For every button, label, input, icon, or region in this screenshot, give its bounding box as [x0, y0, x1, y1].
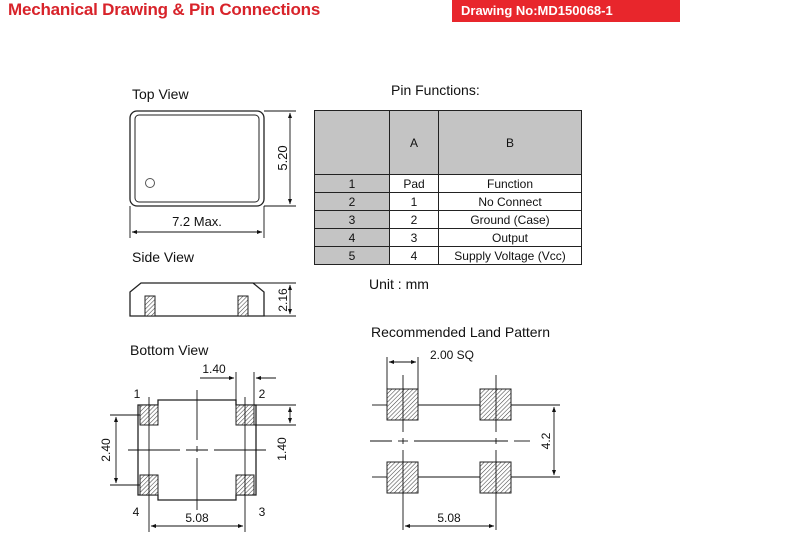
table-cell: Supply Voltage (Vcc)	[438, 246, 582, 265]
table-cell: Pad	[389, 174, 439, 193]
table-cell: 4	[314, 228, 390, 247]
table-header-cell	[314, 110, 390, 175]
land-pattern-pads	[386, 388, 512, 494]
table-row: 5 4 Supply Voltage (Vcc)	[314, 246, 582, 265]
bottom-pitch-h-dim: 5.08	[185, 511, 209, 525]
table-header-cell: A	[389, 110, 439, 175]
land-pitch-v-dim: 4.2	[539, 432, 553, 449]
pin1-marker-icon	[145, 178, 155, 188]
side-view-label: Side View	[132, 249, 195, 265]
table-cell: 1	[314, 174, 390, 193]
land-pattern-label: Recommended Land Pattern	[371, 324, 550, 340]
table-cell: 1	[389, 192, 439, 211]
bottom-view-label: Bottom View	[130, 342, 209, 358]
pin-1-label: 1	[134, 387, 141, 401]
land-pattern-centerlines	[370, 375, 560, 508]
top-height-dim: 5.20	[275, 145, 290, 170]
pin-functions-title: Pin Functions:	[391, 82, 480, 98]
top-view-outline	[129, 110, 265, 207]
unit-note: Unit : mm	[369, 276, 429, 292]
table-cell: 5	[314, 246, 390, 265]
pin-2-label: 2	[259, 387, 266, 401]
table-row: 4 3 Output	[314, 228, 582, 247]
table-header-row: A B	[314, 110, 582, 175]
land-pad-size-dim: 2.00 SQ	[430, 348, 474, 362]
table-row: 1 Pad Function	[314, 174, 582, 193]
pin-3-label: 3	[259, 505, 266, 519]
land-pattern-dimension-lines	[386, 357, 557, 530]
table-row: 2 1 No Connect	[314, 192, 582, 211]
land-pitch-h-dim: 5.08	[437, 511, 461, 525]
table-cell: Ground (Case)	[438, 210, 582, 229]
table-row: 3 2 Ground (Case)	[314, 210, 582, 229]
table-cell: Function	[438, 174, 582, 193]
top-view-label: Top View	[132, 86, 189, 102]
side-height-dim: 2.16	[276, 288, 290, 312]
side-view-outline	[129, 282, 265, 317]
table-cell: 4	[389, 246, 439, 265]
top-view-dimension-lines	[129, 110, 296, 238]
table-cell: 3	[314, 210, 390, 229]
bottom-pad-height-dim: 1.40	[275, 437, 289, 461]
table-header-cell: B	[438, 110, 582, 175]
pin-4-label: 4	[133, 505, 140, 519]
table-cell: No Connect	[438, 192, 582, 211]
page-title: Mechanical Drawing & Pin Connections	[8, 0, 321, 19]
table-cell: Output	[438, 228, 582, 247]
bottom-pad-width-dim: 1.40	[202, 362, 226, 376]
table-cell: 3	[389, 228, 439, 247]
bottom-pitch-v-dim: 2.40	[99, 438, 113, 462]
pin-functions-table: A B 1 Pad Function 2 1 No Connect 3 2 Gr…	[314, 110, 582, 265]
drawing-number-badge: Drawing No:MD150068-1	[452, 0, 680, 22]
table-cell: 2	[314, 192, 390, 211]
bottom-view-dimension-lines	[110, 372, 296, 532]
side-view-dimension-lines	[253, 282, 296, 317]
table-cell: 2	[389, 210, 439, 229]
bottom-view-centerlines	[128, 390, 266, 510]
top-width-dim: 7.2 Max.	[172, 214, 222, 229]
